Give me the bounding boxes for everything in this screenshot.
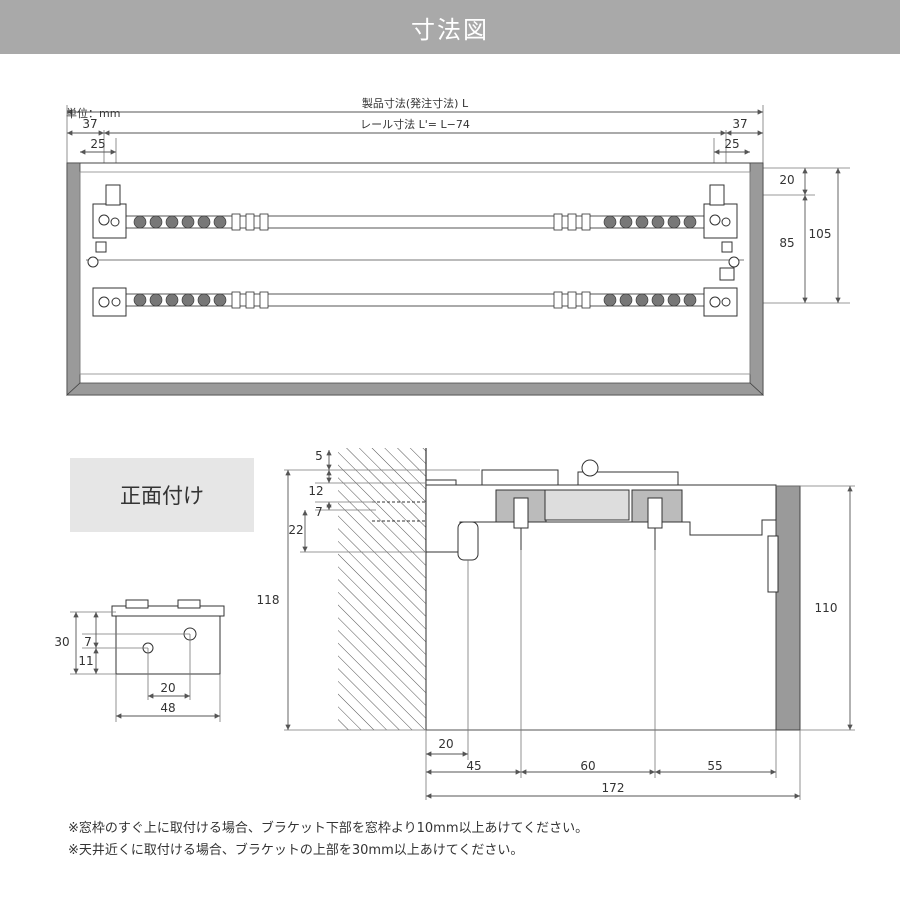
dim-20-label: 20 (160, 681, 175, 695)
right-outer-dim: 37 (732, 117, 747, 131)
mount-type-badge: 正面付け (70, 458, 254, 532)
unit-label: 単位：mm (66, 106, 120, 120)
rail-dimension-label: レール寸法 L'= L−74 (360, 117, 470, 131)
dim-11-label: 11 (78, 654, 93, 668)
left-inner-dim: 25 (90, 137, 105, 151)
note-line: ※天井近くに取付ける場合、ブラケットの上部を30mm以上あけてください。 (68, 843, 524, 858)
wall-hatch (338, 448, 426, 730)
dim-20-label: 20 (438, 737, 453, 751)
right-inner-dim: 25 (724, 137, 739, 151)
dim-20-label: 20 (779, 173, 794, 187)
runner-chain (133, 215, 697, 307)
dim-105-label: 105 (809, 227, 832, 241)
rail-profile (425, 459, 779, 593)
page-title: 寸法図 (411, 15, 489, 44)
top-view: 単位：mm 製品寸法(発注寸法) L レール寸法 L'= L−74 37 25 … (65, 96, 850, 396)
dim-85-label: 85 (779, 236, 794, 250)
dim-60-label: 60 (580, 759, 595, 773)
page-header: 寸法図 (0, 0, 900, 54)
dim-22-label: 22 (288, 523, 303, 537)
front-panel (775, 485, 801, 731)
valance-frame (65, 162, 765, 396)
installation-notes: ※窓枠のすぐ上に取付ける場合、ブラケット下部を窓枠より10mm以上あけてください… (68, 818, 588, 862)
runner-hooks (231, 213, 591, 309)
dim-110-label: 110 (815, 601, 838, 615)
screw-icon (372, 501, 426, 522)
dim-7-label: 7 (315, 505, 323, 519)
dim-12-label: 12 (308, 484, 323, 498)
dim-5-label: 5 (315, 449, 323, 463)
dim-55-label: 55 (707, 759, 722, 773)
product-dimension-label: 製品寸法(発注寸法) L (362, 96, 469, 110)
dim-30-label: 30 (54, 635, 69, 649)
dim-172-label: 172 (602, 781, 625, 795)
mount-type-label: 正面付け (120, 484, 204, 508)
dim-7-label: 7 (84, 635, 92, 649)
runner-hooks (513, 497, 663, 550)
side-view: 5 12 7 22 118 110 20 45 60 55 172 (257, 448, 855, 800)
screw-icon (87, 214, 740, 308)
dim-45-label: 45 (466, 759, 481, 773)
left-outer-dim: 37 (82, 117, 97, 131)
note-line: ※窓枠のすぐ上に取付ける場合、ブラケット下部を窓枠より10mm以上あけてください… (68, 821, 589, 836)
dim-118-label: 118 (257, 593, 280, 607)
bracket-detail: 30 7 11 20 48 (54, 599, 225, 722)
dim-48-label: 48 (160, 701, 175, 715)
